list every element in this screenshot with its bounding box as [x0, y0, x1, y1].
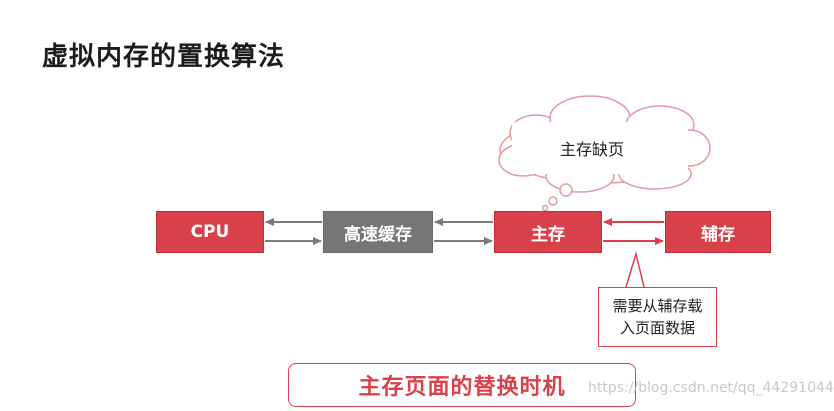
auxiliary-storage-box: 辅存	[665, 211, 771, 253]
bottom-caption-box: 主存页面的替换时机	[288, 363, 636, 407]
note-callout: 需要从辅存载 入页面数据	[598, 287, 717, 347]
main-memory-box: 主存	[494, 211, 602, 253]
cache-box: 高速缓存	[323, 211, 433, 253]
cloud-label: 主存缺页	[560, 140, 625, 159]
note-line-1: 需要从辅存载	[612, 297, 703, 315]
cpu-box: CPU	[156, 211, 264, 253]
page-title: 虚拟内存的置换算法	[42, 42, 286, 72]
thought-bubbles	[541, 183, 573, 212]
note-line-2: 入页面数据	[619, 319, 695, 337]
watermark: https://blog.csdn.net/qq_44291044	[588, 380, 834, 396]
bottom-caption-label: 主存页面的替换时机	[358, 375, 566, 400]
note-pointer	[625, 251, 645, 288]
